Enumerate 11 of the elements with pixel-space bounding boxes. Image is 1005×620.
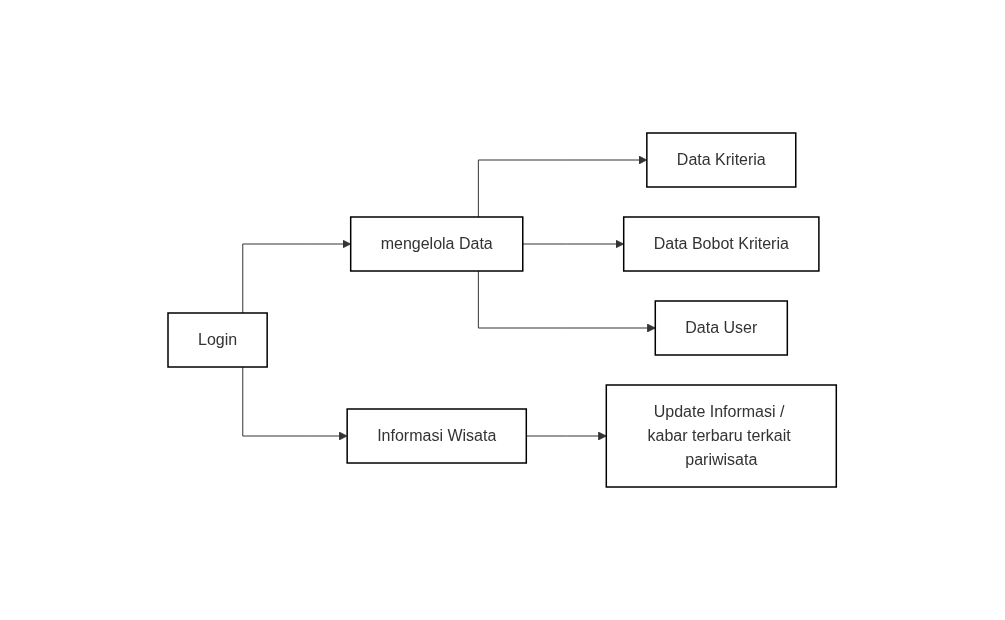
node-box: Update Informasi / kabar terbaru terkait pariwisata	[605, 384, 838, 488]
arrow	[478, 155, 648, 218]
node-box: Data Bobot Kriteria	[623, 216, 820, 272]
node-box: Data Kriteria	[646, 132, 797, 188]
node-box: mengelola Data	[350, 216, 524, 272]
arrow	[478, 270, 656, 333]
node-box: Login	[167, 312, 269, 368]
arrow	[242, 239, 352, 314]
arrow	[242, 366, 348, 441]
node-box: Data User	[654, 300, 789, 356]
node-box: Informasi Wisata	[346, 408, 528, 464]
